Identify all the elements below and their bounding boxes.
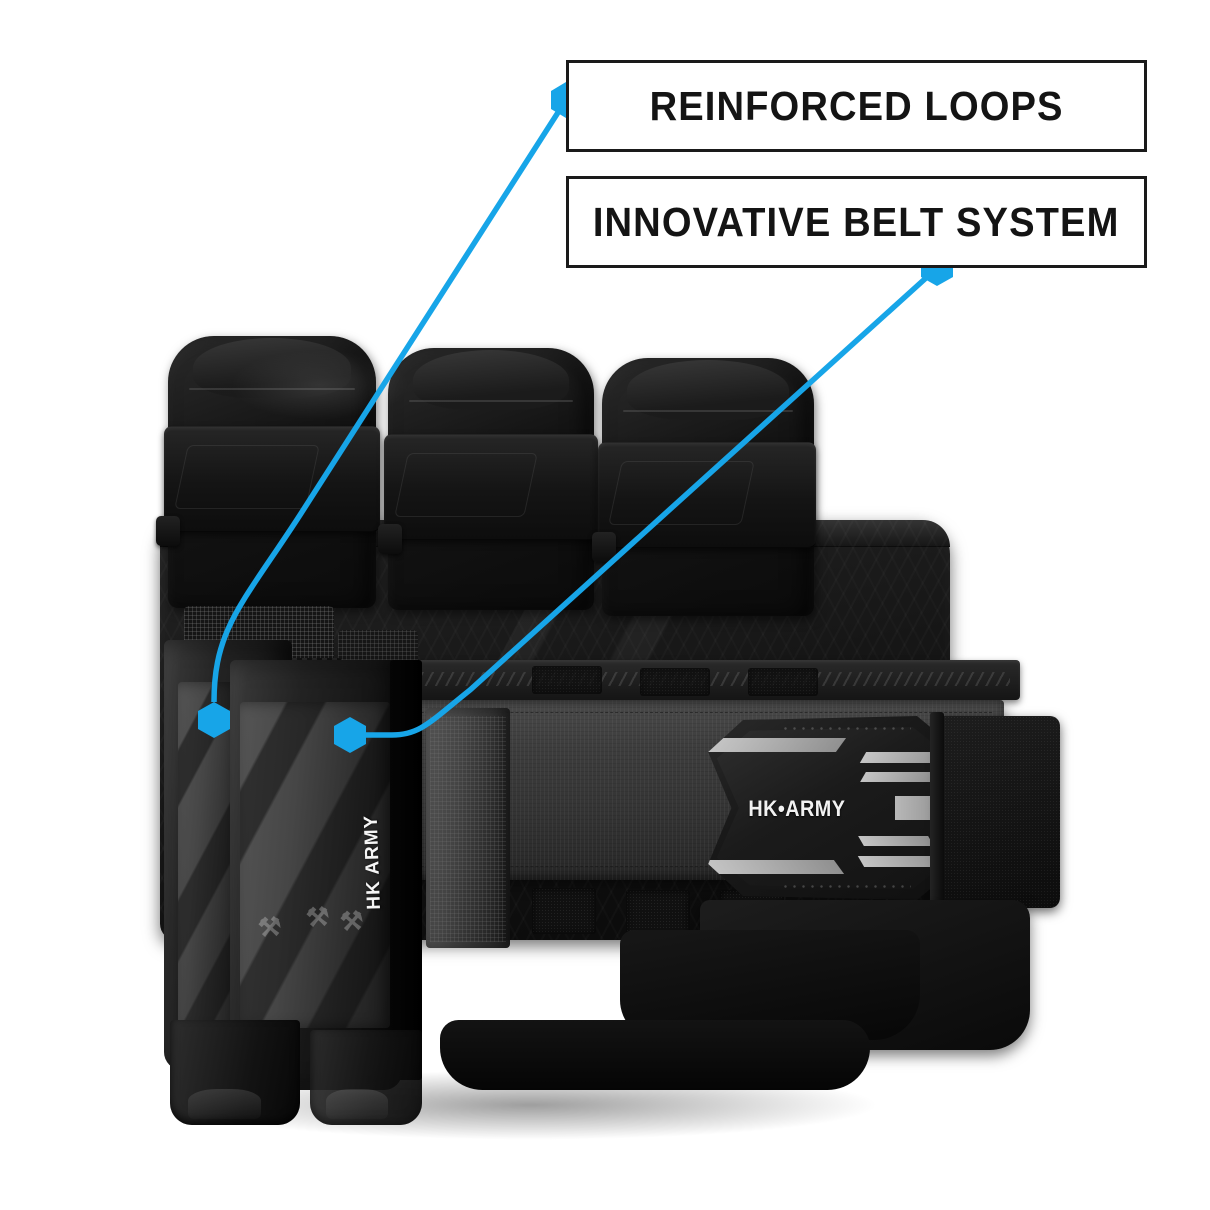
buckle-dot-row-top <box>781 724 911 734</box>
pod-camo-center <box>240 702 390 1028</box>
belt-velcro-strip-3 <box>626 890 690 936</box>
callout-box-reinforced-loops[interactable]: REINFORCED LOOPS <box>566 60 1147 152</box>
pod-bottom-cap-center <box>310 1030 422 1125</box>
pod-strap-tab-3 <box>592 532 616 562</box>
pod-retention-strap-1 <box>164 426 380 532</box>
belt-velcro-top-3 <box>748 668 818 696</box>
product-image-paintball-pack: HK•ARMY ⚒ ⚒ ⚒ HK ARMY <box>140 330 1060 1140</box>
buckle-stripe-2 <box>708 860 845 874</box>
buckle-brand-logo: HK•ARMY <box>748 796 846 821</box>
pod-bottom-cap-left <box>170 1020 300 1125</box>
belt-stitch-bottom <box>336 866 992 867</box>
callout-label-innovative-belt-system: INNOVATIVE BELT SYSTEM <box>593 198 1120 245</box>
belt-velcro-top-2 <box>640 668 710 696</box>
pod-retention-strap-3 <box>598 442 816 548</box>
buckle-stripe-4 <box>860 772 936 782</box>
pod-retention-strap-2 <box>384 434 598 540</box>
pod-highlight <box>230 350 410 420</box>
pod-sleeve-right-mesh <box>430 716 506 942</box>
belt-flap-edge <box>930 712 944 912</box>
pod-sleeve-right <box>426 708 510 948</box>
pod-gap-shadow <box>390 660 422 1080</box>
buckle-stripe-1 <box>708 738 847 752</box>
pod-sleeve-center <box>240 702 390 1028</box>
callout-label-reinforced-loops: REINFORCED LOOPS <box>649 82 1064 129</box>
pod-vertical-brand-text: HK ARMY <box>360 814 385 910</box>
belt-velcro-top-1 <box>532 666 602 694</box>
pack-bottom-edge <box>440 1020 870 1090</box>
callout-box-innovative-belt-system[interactable]: INNOVATIVE BELT SYSTEM <box>566 176 1147 268</box>
pod-seam-2 <box>408 400 574 402</box>
buckle-dot-row-bottom <box>781 882 911 892</box>
pod-seam-3 <box>623 410 793 412</box>
pod-strap-tab-1 <box>156 516 180 546</box>
belt-velcro-strip-2 <box>532 888 596 934</box>
hk-skull-mark-1: ⚒ <box>256 911 283 943</box>
belt-velcro-closure-flap <box>938 716 1060 908</box>
pod-strap-tab-2 <box>378 524 402 554</box>
hk-skull-mark-3: ⚒ <box>338 905 365 937</box>
buckle-stripe-5 <box>858 836 934 846</box>
hk-skull-mark-2: ⚒ <box>304 901 331 933</box>
